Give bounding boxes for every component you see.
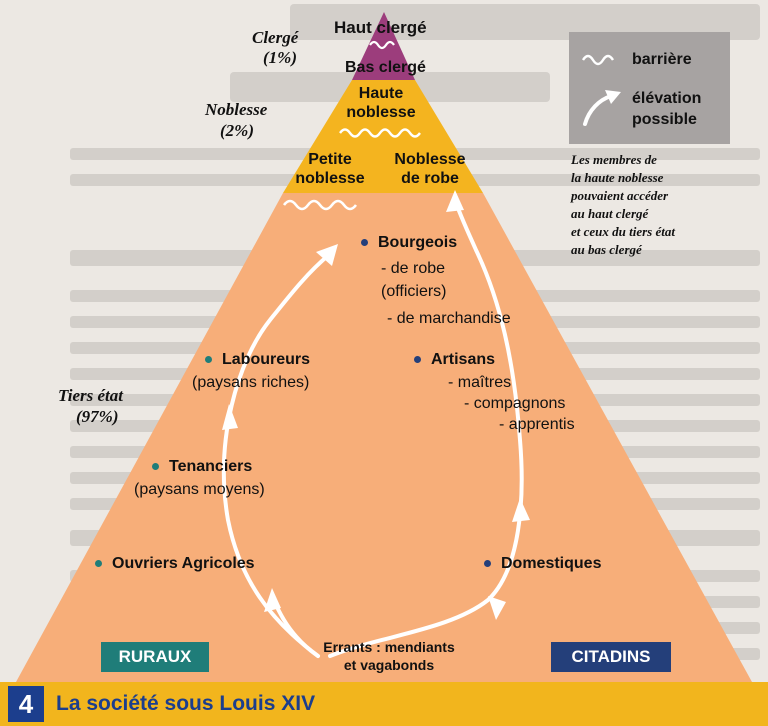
noblesse-label: Noblesse xyxy=(205,100,268,119)
ouvriers-agricoles: Ouvriers Agricoles xyxy=(95,554,255,573)
bullet-icon xyxy=(361,239,368,247)
legend-note-line: pouvaient accéder xyxy=(571,188,669,203)
legend-note: Les membres de la haute noblesse pouvaie… xyxy=(571,151,751,259)
tiers-etat-label: Tiers état xyxy=(58,386,123,405)
barrier-wave-clerge xyxy=(369,40,395,50)
bourgeois-officiers: (officiers) xyxy=(381,283,447,300)
tiers-etat-layer xyxy=(16,193,752,682)
noblesse-robe-line1: Noblesse xyxy=(394,151,466,168)
errants: Errants : mendiants et vagabonds xyxy=(294,638,484,674)
artisans-maitres: - maîtres xyxy=(448,374,512,391)
clerge-layer xyxy=(352,12,415,80)
noblesse-de-robe: Noblesse de robe xyxy=(384,150,476,188)
legend-elevation: élévation possible xyxy=(632,88,701,130)
barrier-wave-tiers xyxy=(282,199,358,211)
tenanciers-note: (paysans moyens) xyxy=(134,481,265,498)
legend-note-line: au haut clergé xyxy=(571,206,649,221)
haute-noblesse-line1: Haute xyxy=(358,85,404,102)
arrowhead-4 xyxy=(264,588,281,612)
noblesse-layer xyxy=(283,80,483,193)
legend-elevation-line1: élévation xyxy=(632,90,702,107)
artisans-compagnons: - compagnons xyxy=(464,395,566,412)
elevation-arrow-citadins xyxy=(328,198,524,658)
laboureurs-note: (paysans riches) xyxy=(192,374,310,391)
bullet-icon xyxy=(205,356,212,364)
haut-clerge: Haut clergé xyxy=(334,18,427,37)
domestiques: Domestiques xyxy=(484,554,601,573)
errants-line1: Errants : mendiants xyxy=(323,639,455,655)
legend-elevation-line2: possible xyxy=(632,111,697,128)
citadins-tag: CITADINS xyxy=(551,642,671,672)
laboureurs: Laboureurs xyxy=(205,350,310,369)
legend-note-line: au bas clergé xyxy=(571,242,642,257)
artisans-apprentis: - apprentis xyxy=(499,416,575,433)
arrowhead-5 xyxy=(488,596,506,620)
barrier-wave-noblesse xyxy=(339,128,421,138)
tenanciers: Tenanciers xyxy=(152,457,252,476)
bullet-icon xyxy=(484,560,491,568)
bourgeois: Bourgeois xyxy=(361,233,457,252)
arrowhead-6 xyxy=(512,498,530,522)
arrowhead-1 xyxy=(316,244,338,266)
artisans: Artisans xyxy=(414,350,495,369)
caption-bar xyxy=(0,682,768,726)
figure-title: La société sous Louis XIV xyxy=(56,692,316,715)
bas-clerge: Bas clergé xyxy=(345,59,426,76)
noblesse-robe-line2: de robe xyxy=(401,170,459,187)
figure-number: 4 xyxy=(8,686,44,722)
bullet-icon xyxy=(95,560,102,568)
petite-noblesse-line1: Petite xyxy=(308,151,352,168)
haute-noblesse-line2: noblesse xyxy=(346,104,416,121)
bourgeois-marchandise: - de marchandise xyxy=(387,310,511,327)
elevation-arrow-icon xyxy=(583,90,621,126)
legend-note-line: Les membres de xyxy=(571,152,657,167)
arrowhead-2 xyxy=(446,190,464,212)
arrowhead-3 xyxy=(222,404,238,430)
errants-line2: et vagabonds xyxy=(343,657,435,673)
bullet-icon xyxy=(414,356,421,364)
bullet-icon xyxy=(152,463,159,471)
legend-note-line: la haute noblesse xyxy=(571,170,664,185)
clerge-label: Clergé xyxy=(252,28,299,47)
petite-noblesse: Petite noblesse xyxy=(287,150,373,188)
ruraux-tag: RURAUX xyxy=(101,642,209,672)
elevation-arrow-ruraux xyxy=(221,252,332,658)
noblesse-pct: (2%) xyxy=(220,121,254,140)
legend-barrier: barrière xyxy=(632,51,692,68)
clerge-pct: (1%) xyxy=(263,48,297,67)
haute-noblesse: Haute noblesse xyxy=(340,84,422,122)
legend-box: barrière élévation possible xyxy=(569,32,730,144)
petite-noblesse-line2: noblesse xyxy=(295,170,365,187)
bourgeois-robe: - de robe xyxy=(381,260,446,277)
tiers-etat-pct: (97%) xyxy=(76,407,119,426)
barrier-wave-icon xyxy=(581,54,615,66)
legend-note-line: et ceux du tiers état xyxy=(571,224,675,239)
